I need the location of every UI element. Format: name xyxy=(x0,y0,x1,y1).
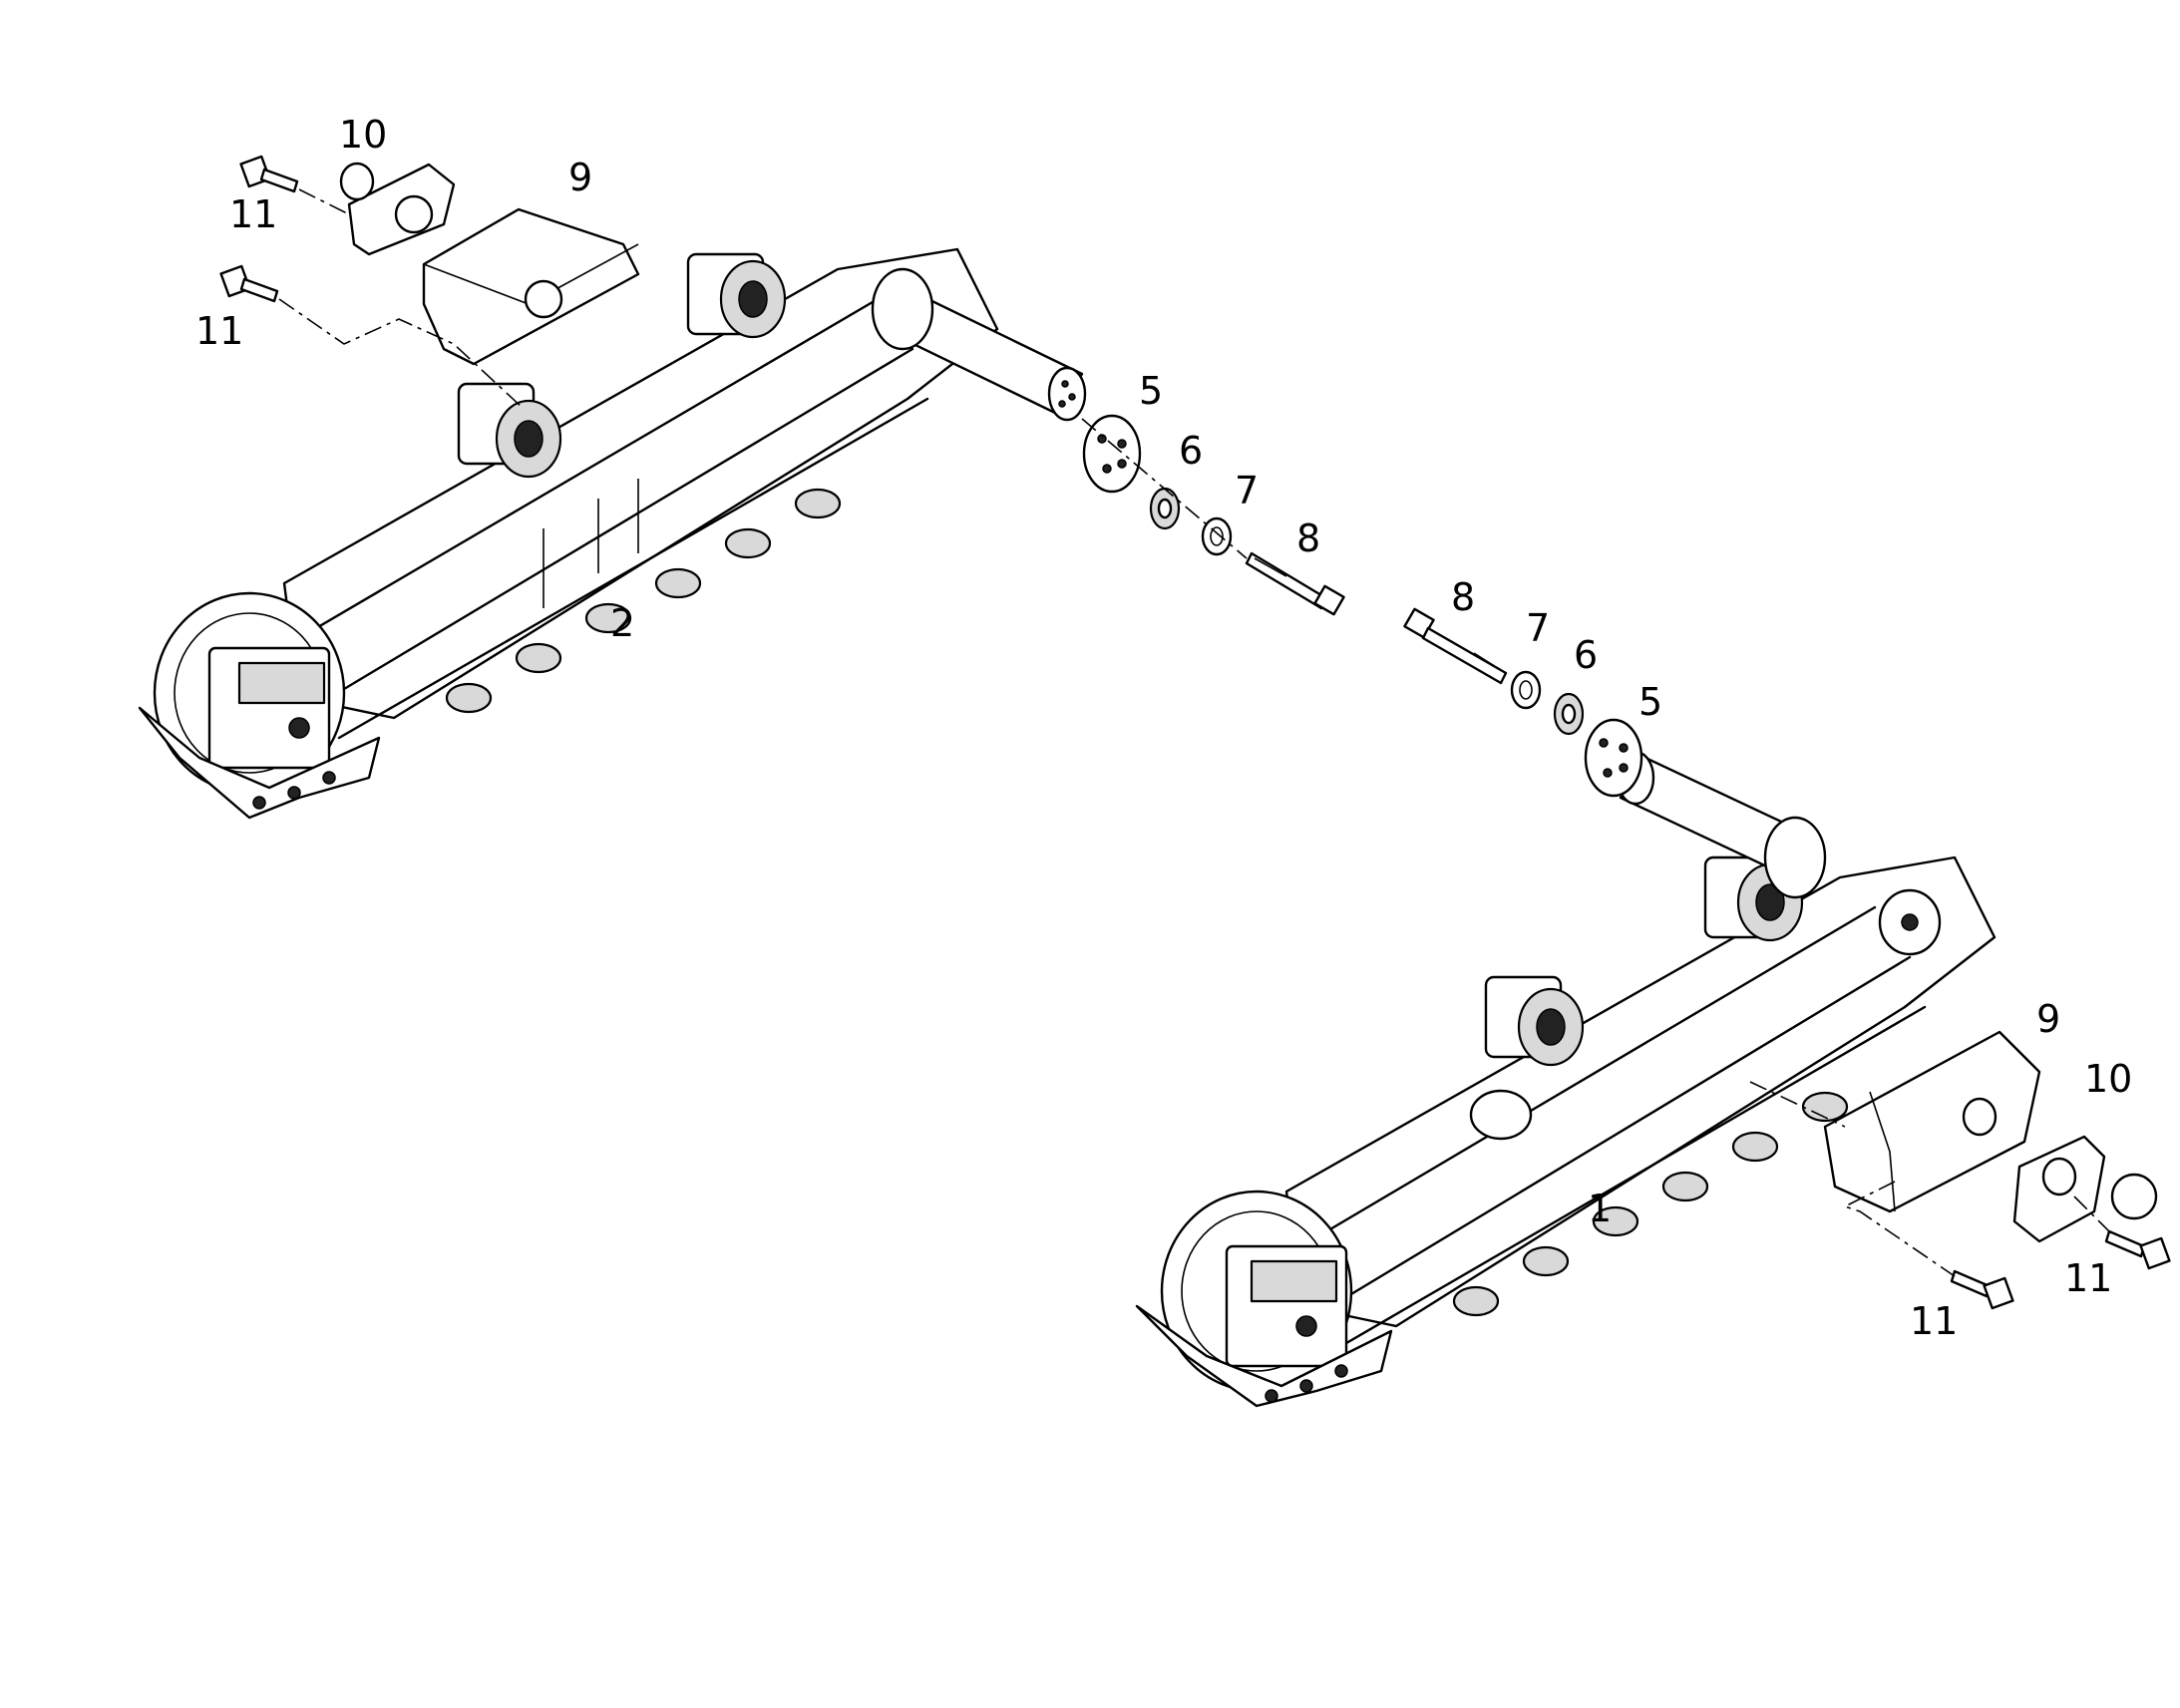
right-hub-flange xyxy=(1878,888,1942,956)
callout-left-screw-upper: 11 xyxy=(229,192,277,236)
right-mount-block-part xyxy=(1823,1030,2041,1213)
right-track-frame xyxy=(1135,750,1997,1408)
right-mount-line-upper xyxy=(1749,1081,1846,1128)
right-screw-lower-part xyxy=(1950,1269,2014,1310)
callout-left-pin-plate: 10 xyxy=(339,113,387,157)
callout-right-mount-block: 9 xyxy=(2036,997,2060,1041)
right-idler-wheel xyxy=(1135,1190,1393,1408)
callout-right-spacer: 7 xyxy=(1526,606,1550,650)
right-pin-line xyxy=(2073,1196,2115,1237)
callout-right-washer: 6 xyxy=(1574,633,1598,677)
callout-left-hub: 5 xyxy=(1139,369,1163,413)
right-screw-upper-part xyxy=(2104,1229,2171,1270)
callout-right-hub: 5 xyxy=(1638,680,1662,724)
right-washer-part xyxy=(1553,692,1585,736)
right-bolt-part xyxy=(1403,607,1508,685)
right-bottom-rollers xyxy=(1452,1091,1849,1317)
left-carrier-roller-2 xyxy=(457,382,562,479)
callout-right-bolt: 8 xyxy=(1451,575,1475,619)
right-carrier-roller-2 xyxy=(1484,975,1585,1067)
callout-right-screw-lower: 11 xyxy=(1910,1299,1958,1343)
left-washer-part xyxy=(1149,487,1181,530)
right-carrier-roller-1 xyxy=(1703,855,1804,942)
left-track-frame xyxy=(138,247,1087,820)
callout-left-washer: 6 xyxy=(1179,429,1203,473)
left-hub-disc xyxy=(1082,414,1142,494)
left-axle-centerline xyxy=(1081,418,1248,559)
callout-right-screw-upper: 11 xyxy=(2064,1256,2112,1300)
left-carrier-roller-1 xyxy=(686,252,787,339)
right-spacer-part xyxy=(1510,670,1542,710)
right-access-cover xyxy=(1469,1089,1533,1141)
callout-left-mount-block: 9 xyxy=(568,156,592,199)
left-bottom-rollers xyxy=(445,488,842,714)
right-hub-disc xyxy=(1584,718,1643,798)
callout-right-pin-plate: 10 xyxy=(2084,1057,2132,1101)
right-axle-shaft xyxy=(1616,750,1827,899)
callout-left-track-frame: 2 xyxy=(610,601,634,645)
left-idler-wheel xyxy=(138,591,381,820)
callout-left-screw-lower: 11 xyxy=(195,309,243,353)
left-mount-line-lower xyxy=(278,298,525,410)
callout-left-spacer: 7 xyxy=(1235,469,1259,512)
callout-left-bolt: 8 xyxy=(1296,516,1320,560)
left-bolt-part xyxy=(1245,551,1345,616)
left-spacer-part xyxy=(1201,516,1233,556)
right-mount-line-lower xyxy=(1842,1181,1956,1277)
left-screw-upper-part xyxy=(239,155,299,193)
left-screw-lower-part xyxy=(219,264,279,303)
right-pin-plate-part xyxy=(2012,1135,2158,1243)
left-mount-line-upper xyxy=(298,188,350,215)
callout-right-track-frame: 1 xyxy=(1588,1187,1612,1230)
left-axle-shaft xyxy=(871,267,1087,422)
left-mount-block-part xyxy=(422,207,640,366)
left-pin-plate-part xyxy=(339,162,456,256)
